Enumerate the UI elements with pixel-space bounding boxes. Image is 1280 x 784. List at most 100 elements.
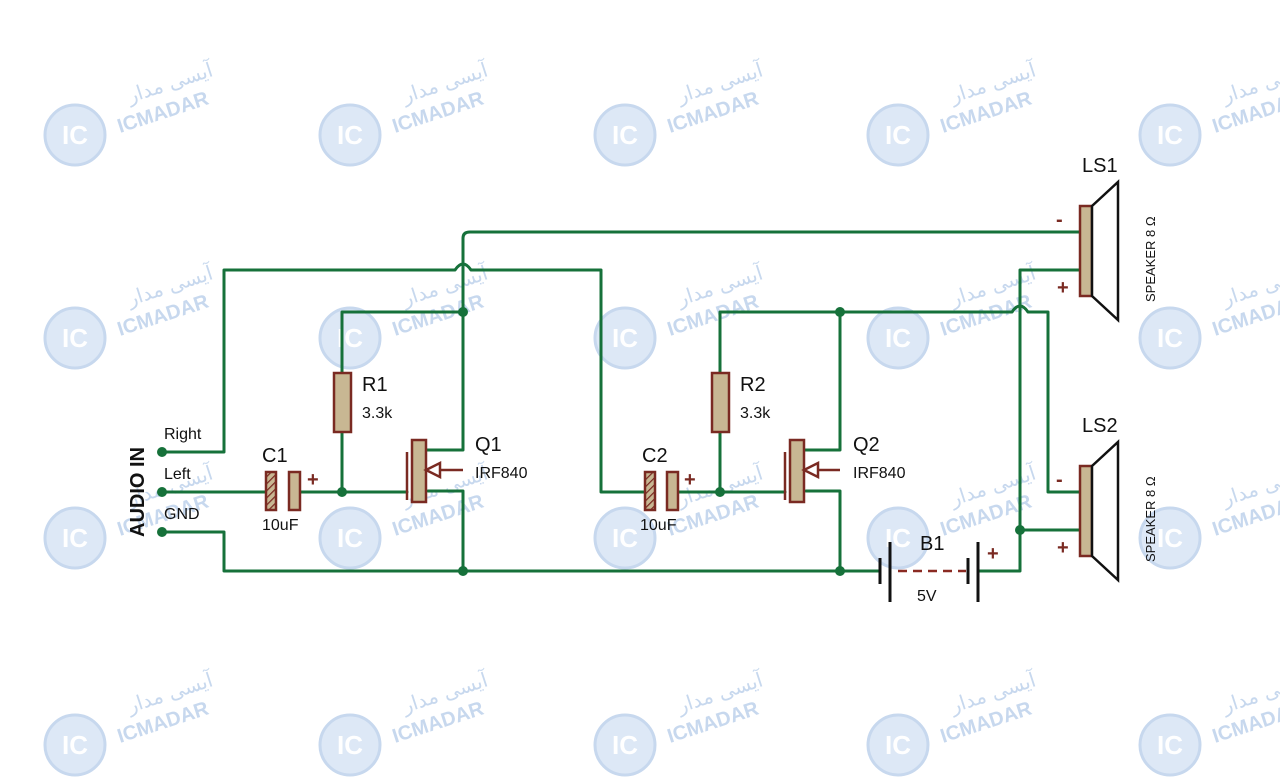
watermark-logo-circle: [318, 306, 382, 370]
q2-arrow: [801, 460, 820, 480]
q2-part: IRF840: [853, 465, 906, 482]
junction: [1015, 525, 1025, 535]
wire-q2-drain: [801, 310, 842, 452]
c2-plate: [665, 470, 680, 512]
watermark-logo-text: IC: [612, 523, 638, 553]
q1-arrow: [423, 460, 442, 480]
watermark-logo-text: IC: [62, 730, 88, 760]
label-left: Left: [164, 466, 191, 483]
watermark-logo-circle: [318, 103, 382, 167]
watermark-logo-circle: [593, 506, 657, 570]
c1-plus: +: [307, 469, 319, 491]
watermark-logo-text: IC: [612, 730, 638, 760]
wire-q2-source: [804, 489, 842, 573]
capacitor-c1: C1 + 10uF: [262, 445, 319, 534]
r1-ref: R1: [362, 374, 388, 396]
watermark-logo-circle: [866, 713, 930, 777]
watermark-logo-circle: [43, 103, 107, 167]
watermark-logo-circle: [866, 103, 930, 167]
ls1-minus: -: [1056, 209, 1063, 231]
watermark-logo-circle: [43, 713, 107, 777]
wire-battery-plus: [976, 528, 1022, 573]
terminal-left: [157, 487, 167, 497]
mosfet-q2: Q2 IRF840: [783, 434, 906, 504]
watermark-logo-text: IC: [612, 323, 638, 353]
ls2-cone: [1090, 439, 1120, 583]
ls1-magnet: [1078, 204, 1094, 298]
watermark-logo-text: IC: [1157, 730, 1183, 760]
watermark-logo-text: IC: [62, 323, 88, 353]
watermark-logo-text: IC: [1157, 323, 1183, 353]
r2-value: 3.3k: [740, 405, 771, 422]
watermark-logo-circle: [1138, 506, 1202, 570]
ls2-ref: LS2: [1082, 415, 1118, 437]
wire-ls1-minus: [461, 230, 1082, 314]
wires: [160, 230, 1082, 573]
r2-ref: R2: [740, 374, 766, 396]
mosfet-q1: Q1 IRF840: [405, 434, 528, 504]
wire-right-channel: [160, 262, 647, 494]
ls1-plus: +: [1057, 277, 1069, 299]
watermark-logo-text: IC: [337, 730, 363, 760]
watermark-logo-circle: [318, 713, 382, 777]
c1-plate-hatched: [264, 470, 278, 512]
watermark-logo-circle: [318, 506, 382, 570]
junctions: [157, 307, 1025, 576]
audio-in-title: AUDIO IN: [127, 447, 149, 537]
c2-ref: C2: [642, 445, 668, 467]
watermark-logo-circle: [1138, 713, 1202, 777]
junction: [835, 566, 845, 576]
junction: [715, 487, 725, 497]
watermark-logo-circle: [43, 506, 107, 570]
c1-ref: C1: [262, 445, 288, 467]
ls2-magnet: [1078, 464, 1094, 558]
watermark-logo-text: IC: [1157, 523, 1183, 553]
ls2-minus: -: [1056, 469, 1063, 491]
watermark-logo-text: IC: [62, 120, 88, 150]
junction: [337, 487, 347, 497]
ls1-type: SPEAKER 8 Ω: [1143, 216, 1158, 302]
q2-ref: Q2: [853, 434, 880, 456]
junction: [458, 566, 468, 576]
watermark-logo-circle: [593, 306, 657, 370]
resistor-r1: R1 3.3k: [332, 371, 393, 434]
watermark-logo-text: IC: [1157, 120, 1183, 150]
watermark-logo-circle: [866, 506, 930, 570]
watermark-logo-text: IC: [885, 120, 911, 150]
ls1-ref: LS1: [1082, 155, 1118, 177]
b1-value: 5V: [917, 588, 937, 605]
watermark-logo-text: IC: [612, 120, 638, 150]
wire-q1-drain: [423, 310, 465, 452]
speaker-ls1: LS1 - + SPEAKER 8 Ω: [1056, 155, 1158, 323]
capacitor-c2: C2 + 10uF: [640, 445, 696, 534]
wire-gnd-rail: [160, 530, 882, 573]
ls2-plus: +: [1057, 537, 1069, 559]
wire-r1-top: [340, 310, 465, 377]
c1-value: 10uF: [262, 517, 299, 534]
q2-channel: [788, 438, 806, 504]
junction: [458, 307, 468, 317]
resistor-r2: R2 3.3k: [710, 371, 771, 434]
watermark-logo-circle: [43, 306, 107, 370]
q1-part: IRF840: [475, 465, 528, 482]
terminal-right: [157, 447, 167, 457]
watermark-logo-circle: [593, 103, 657, 167]
watermark-logo-text: IC: [885, 730, 911, 760]
q1-ref: Q1: [475, 434, 502, 456]
